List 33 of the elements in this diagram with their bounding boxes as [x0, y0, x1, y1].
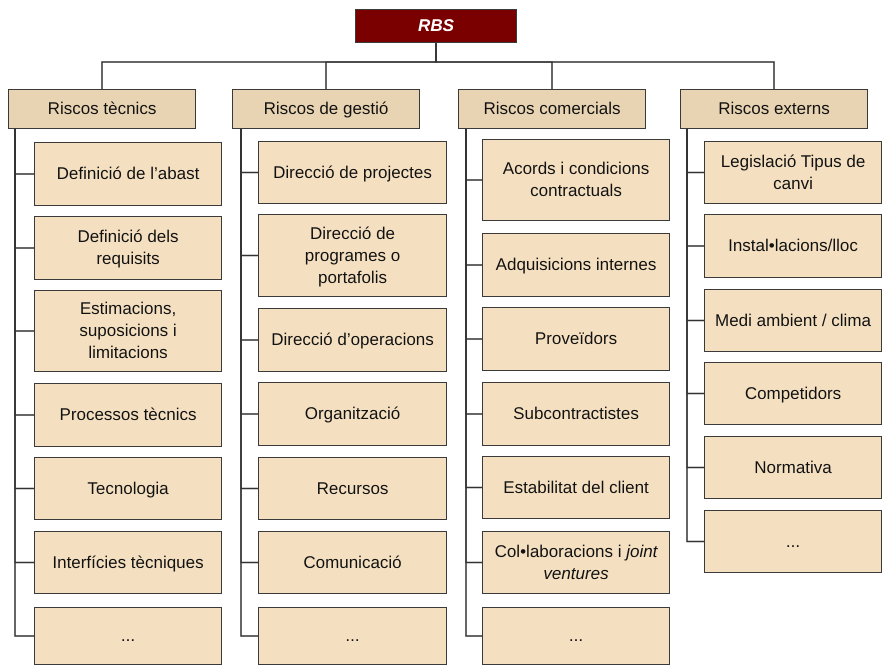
risk-box: Tecnologia: [34, 457, 222, 520]
risk-box: Estimacions, suposicions i limitacions: [34, 290, 222, 372]
risk-box: ...: [258, 607, 447, 665]
category-box: Riscos externs: [680, 89, 868, 129]
risk-box: Direcció d’operacions: [258, 308, 447, 372]
root-box: RBS: [355, 9, 517, 43]
category-box: Riscos comercials: [458, 89, 646, 129]
connector-line: [435, 43, 775, 89]
risk-box: Organització: [258, 382, 447, 446]
risk-box: Competidors: [704, 362, 882, 425]
risk-box: Adquisicions internes: [482, 233, 670, 297]
risk-box: Comunicació: [258, 531, 447, 594]
risk-box: Estabilitat del client: [482, 456, 670, 519]
category-box: Riscos tècnics: [8, 89, 196, 129]
risk-box: Medi ambient / clima: [704, 289, 882, 352]
risk-box: Recursos: [258, 457, 447, 520]
risk-box: Definició dels requisits: [34, 216, 222, 280]
risk-box: Proveïdors: [482, 307, 670, 371]
risk-box: ...: [704, 510, 882, 573]
risk-box: Col•laboracions i joint ventures: [482, 531, 670, 594]
risk-box: ...: [34, 607, 222, 665]
risk-box: Legislació Tipus de canvi: [704, 141, 882, 204]
risk-box: Acords i condicions contractuals: [482, 139, 670, 221]
category-box: Riscos de gestió: [232, 89, 420, 129]
risk-box: Interfícies tècniques: [34, 531, 222, 594]
risk-box: Normativa: [704, 436, 882, 499]
risk-box: Direcció de programes o portafolis: [258, 214, 447, 297]
risk-box: Processos tècnics: [34, 383, 222, 447]
risk-box: Instal•lacions/lloc: [704, 214, 882, 278]
risk-box: Definició de l’abast: [34, 142, 222, 206]
risk-box: Subcontractistes: [482, 382, 670, 446]
risk-box: Direcció de projectes: [258, 141, 447, 204]
risk-box: ...: [482, 607, 670, 665]
